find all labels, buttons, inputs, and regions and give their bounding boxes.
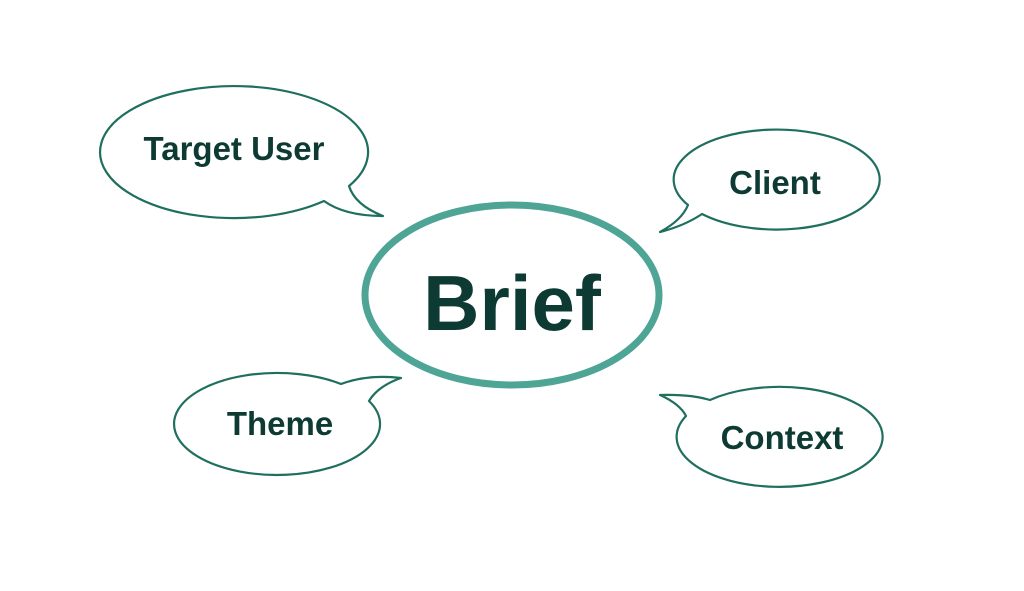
context-label: Context xyxy=(721,419,844,456)
client-label: Client xyxy=(729,164,821,201)
target-user-bubble-shape xyxy=(98,85,385,220)
target-user-bubble: Target User xyxy=(98,85,385,220)
context-bubble: Context xyxy=(658,385,884,488)
client-bubble: Client xyxy=(658,128,881,234)
center-label: Brief xyxy=(423,259,602,347)
center-ellipse xyxy=(361,201,663,389)
center-node: Brief xyxy=(361,201,663,389)
context-bubble-shape xyxy=(658,385,884,488)
target-user-label: Target User xyxy=(144,130,325,167)
client-bubble-shape xyxy=(658,128,881,234)
theme-bubble: Theme xyxy=(173,371,403,477)
theme-label: Theme xyxy=(227,405,333,442)
theme-bubble-shape xyxy=(173,371,403,477)
